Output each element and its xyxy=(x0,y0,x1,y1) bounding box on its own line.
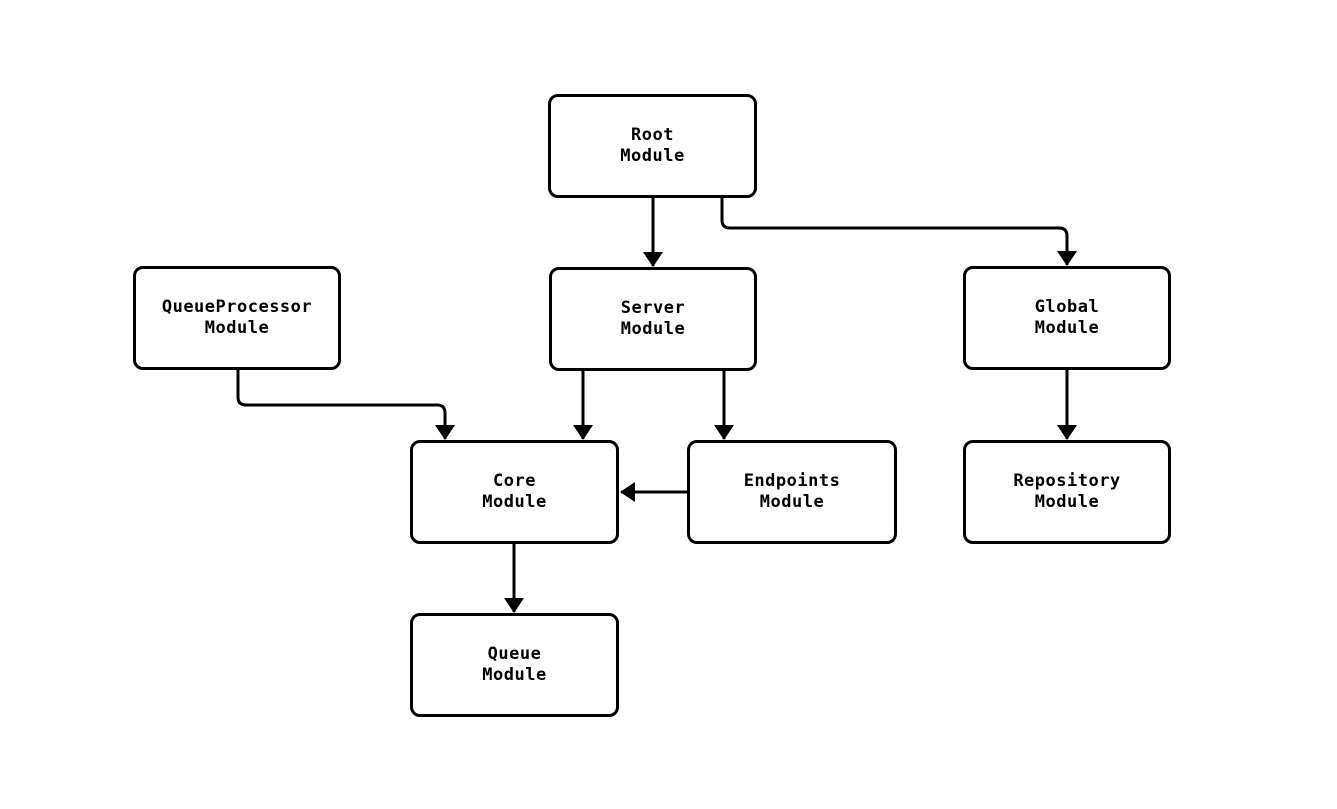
node-label: Root Module xyxy=(620,125,685,166)
edge-root-to-global xyxy=(720,198,1077,266)
node-queueprocessor-module: QueueProcessor Module xyxy=(133,266,341,370)
node-label: Global Module xyxy=(1034,297,1100,338)
edge-queueprocessor-to-core xyxy=(236,370,455,440)
node-global-module: Global Module xyxy=(963,266,1171,370)
node-core-module: Core Module xyxy=(410,440,619,544)
node-endpoints-module: Endpoints Module xyxy=(687,440,897,544)
node-label: QueueProcessor Module xyxy=(161,297,313,338)
node-root-module: Root Module xyxy=(548,94,757,198)
node-label: Endpoints Module xyxy=(743,471,841,512)
node-label: Queue Module xyxy=(482,644,547,685)
node-label: Core Module xyxy=(482,471,547,512)
node-label: Repository Module xyxy=(1013,471,1121,512)
node-label: Server Module xyxy=(620,298,686,339)
node-repository-module: Repository Module xyxy=(963,440,1171,544)
node-server-module: Server Module xyxy=(549,267,757,371)
node-queue-module: Queue Module xyxy=(410,613,619,717)
